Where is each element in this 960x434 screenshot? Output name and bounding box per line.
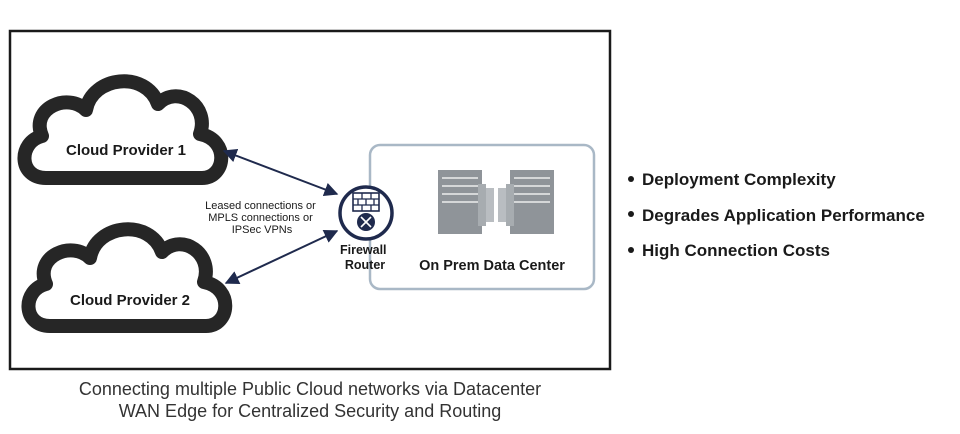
cloud-provider-2-label: Cloud Provider 2: [70, 292, 190, 309]
firewall-router-icon: [338, 185, 394, 241]
caption-line-2: WAN Edge for Centralized Security and Ro…: [118, 401, 502, 421]
server-racks-icon: [438, 170, 554, 234]
diagram-frame: [8, 29, 612, 371]
bullet-item: Degrades Application Performance: [628, 206, 925, 242]
bullet-list: Deployment Complexity Degrades Applicati…: [628, 170, 925, 277]
connection-label-line-3: IPSec VPNs: [232, 224, 293, 236]
bullet-dot-icon: [628, 211, 634, 218]
router-label-line-1: Firewall: [340, 243, 387, 257]
cloud-provider-1: Cloud Provider 1: [24, 81, 221, 178]
bullet-dot-icon: [628, 175, 634, 182]
bullet-item: High Connection Costs: [628, 241, 925, 277]
connection-label-line-2: MPLS connections or: [208, 212, 313, 224]
arrow-cloud2-router: [224, 230, 339, 284]
arrow-cloud1-router: [222, 148, 339, 197]
datacenter-label: On Prem Data Center: [419, 258, 565, 274]
connection-label: Leased connections or MPLS connections o…: [205, 200, 319, 236]
cloud-provider-1-label: Cloud Provider 1: [66, 142, 186, 159]
connection-label-line-1: Leased connections or: [205, 200, 316, 212]
caption-line-1: Connecting multiple Public Cloud network…: [78, 379, 542, 399]
diagram-caption: Connecting multiple Public Cloud network…: [10, 378, 610, 422]
bullet-item: Deployment Complexity: [628, 170, 925, 206]
router-label: Firewall Router: [340, 243, 390, 272]
bullet-text: Deployment Complexity: [642, 170, 836, 189]
cloud-provider-2: Cloud Provider 2: [28, 229, 225, 326]
bullet-text: Degrades Application Performance: [642, 205, 925, 225]
bullet-dot-icon: [628, 246, 634, 253]
router-label-line-2: Router: [345, 258, 385, 272]
bullet-text: High Connection Costs: [642, 241, 830, 260]
